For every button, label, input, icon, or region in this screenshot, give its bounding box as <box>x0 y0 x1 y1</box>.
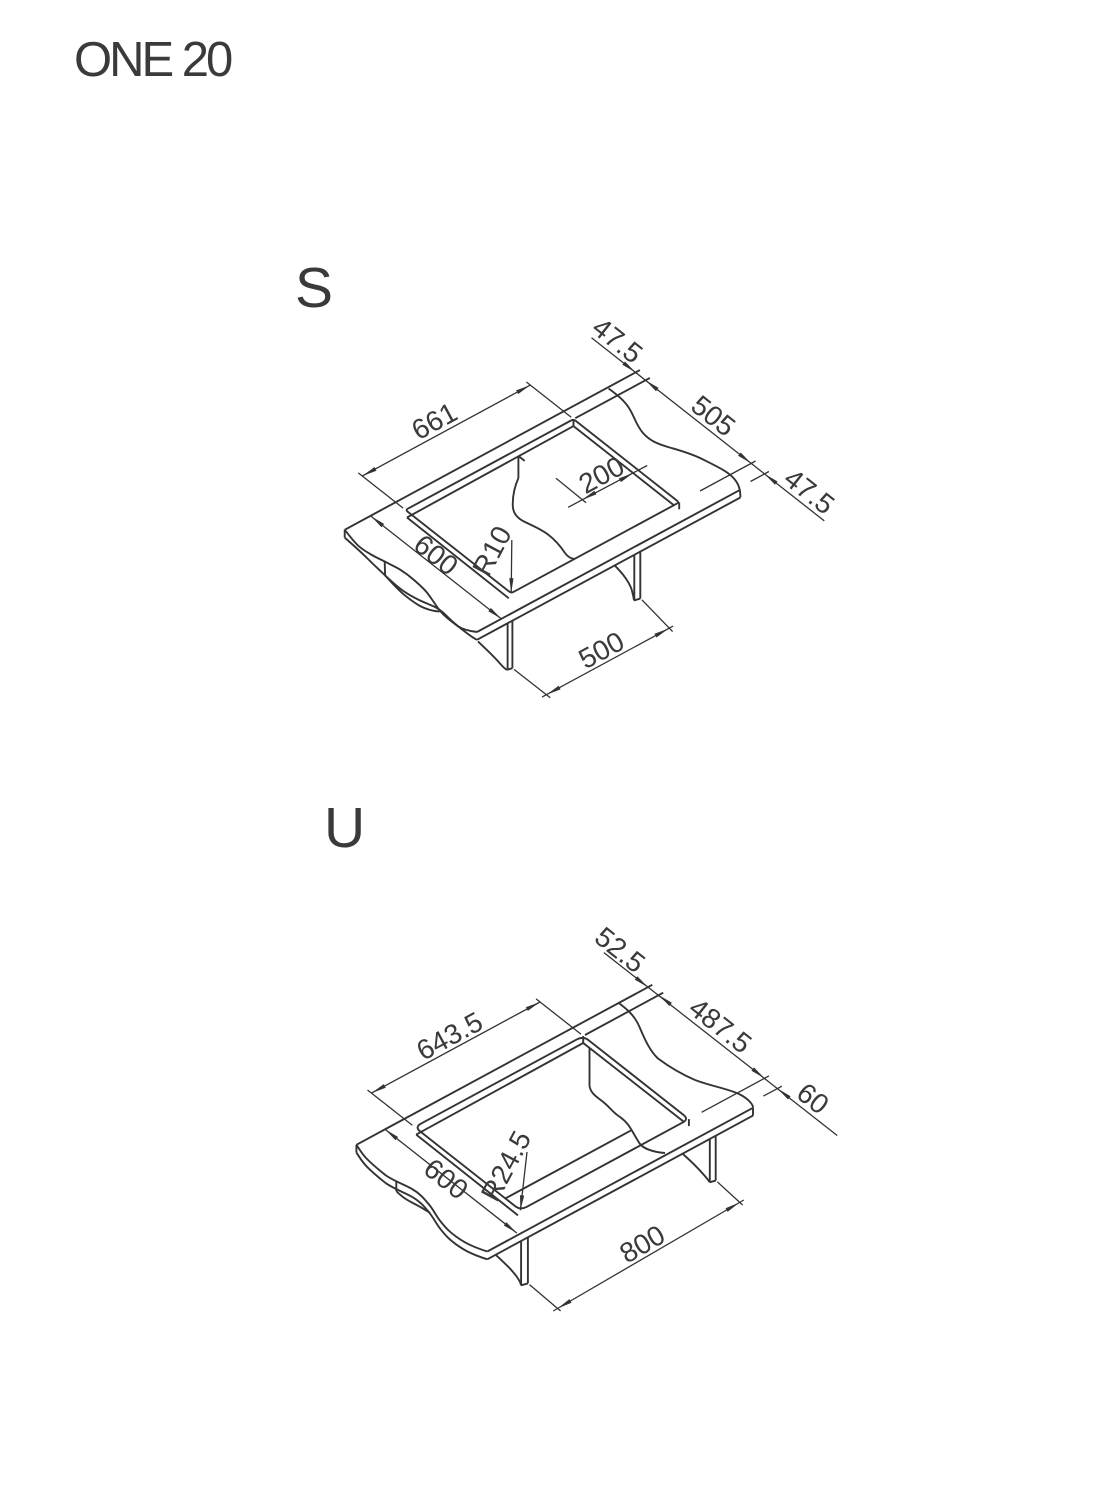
svg-text:U: U <box>324 796 365 860</box>
svg-text:ONE 20: ONE 20 <box>74 33 232 87</box>
svg-text:S: S <box>295 256 333 320</box>
